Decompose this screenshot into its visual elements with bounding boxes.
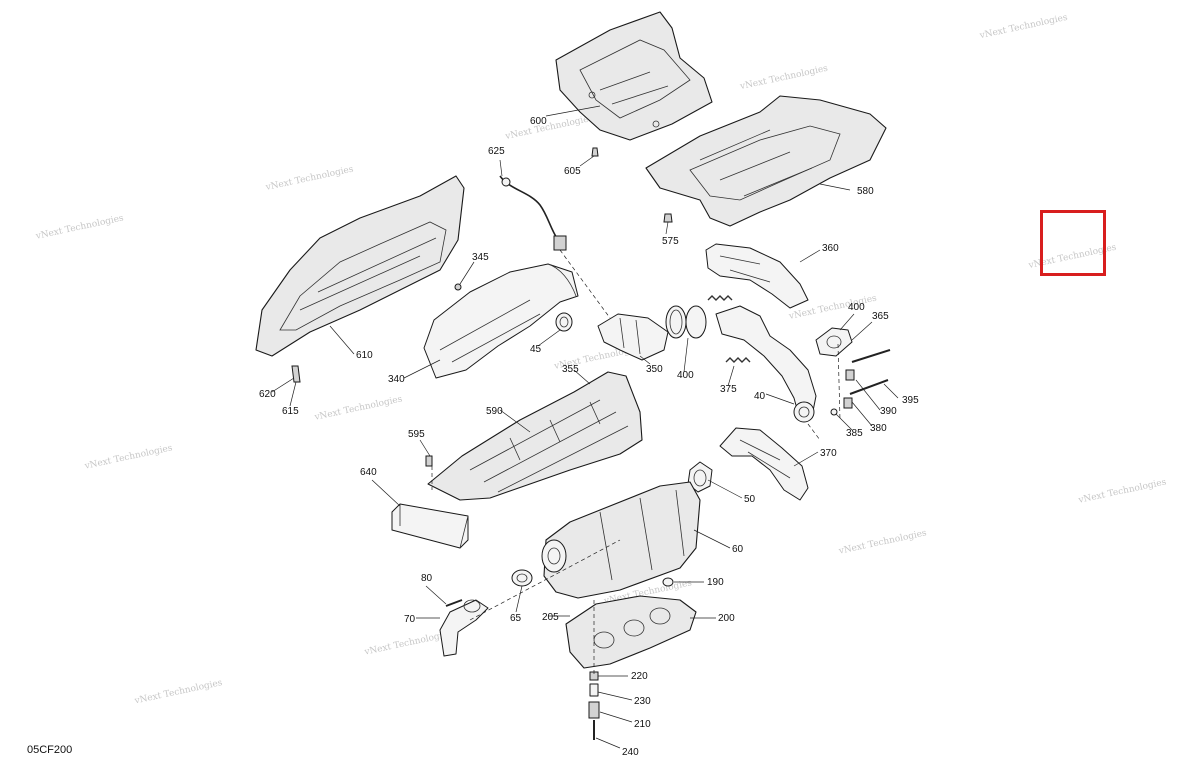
part-385-washer[interactable] bbox=[830, 408, 838, 416]
part-395-bolt[interactable] bbox=[849, 379, 889, 395]
part-400-clamp-a[interactable] bbox=[665, 305, 707, 339]
callout-400-right[interactable]: 400 bbox=[848, 302, 865, 313]
callout-230[interactable]: 230 bbox=[634, 696, 651, 707]
part-65-sleeve[interactable] bbox=[511, 569, 533, 587]
callout-80[interactable]: 80 bbox=[421, 573, 433, 584]
part-575-nut[interactable] bbox=[663, 213, 673, 223]
callout-640[interactable]: 640 bbox=[360, 467, 377, 478]
part-610-side-heat-shield[interactable] bbox=[255, 175, 465, 357]
watermark-14: vNext Technologies bbox=[1077, 477, 1168, 506]
callout-625[interactable]: 625 bbox=[488, 146, 505, 157]
callout-350[interactable]: 350 bbox=[646, 364, 663, 375]
part-370-pipe-shield[interactable] bbox=[719, 427, 809, 501]
watermark-0: vNext Technologies bbox=[34, 213, 125, 242]
part-360-pipe-shield[interactable] bbox=[705, 243, 809, 309]
callout-240[interactable]: 240 bbox=[622, 747, 639, 758]
callout-600[interactable]: 600 bbox=[530, 116, 547, 127]
assembly-lines bbox=[431, 249, 841, 674]
callout-190[interactable]: 190 bbox=[707, 577, 724, 588]
watermark-2: vNext Technologies bbox=[504, 114, 595, 143]
callout-380[interactable]: 380 bbox=[870, 423, 887, 434]
watermark-5: vNext Technologies bbox=[83, 443, 174, 472]
callout-200[interactable]: 200 bbox=[718, 613, 735, 624]
callout-575[interactable]: 575 bbox=[662, 236, 679, 247]
callout-375[interactable]: 375 bbox=[720, 384, 737, 395]
callout-345[interactable]: 345 bbox=[472, 252, 489, 263]
part-580-heat-shield[interactable] bbox=[645, 95, 887, 227]
callout-205[interactable]: 205 bbox=[542, 612, 559, 623]
part-380-spring[interactable] bbox=[843, 397, 853, 409]
highlight-box[interactable] bbox=[1040, 210, 1106, 276]
callout-590[interactable]: 590 bbox=[486, 406, 503, 417]
callout-400-center[interactable]: 400 bbox=[677, 370, 694, 381]
part-70-tail-pipe[interactable] bbox=[439, 599, 489, 657]
watermark-10: vNext Technologies bbox=[133, 678, 224, 707]
callout-210[interactable]: 210 bbox=[634, 719, 651, 730]
part-345-screw[interactable] bbox=[454, 283, 462, 291]
part-375-spring[interactable] bbox=[707, 295, 751, 363]
callout-390[interactable]: 390 bbox=[880, 406, 897, 417]
part-625-oxygen-sensor[interactable] bbox=[499, 175, 567, 251]
part-350-header-pipe[interactable] bbox=[597, 313, 669, 361]
callout-605[interactable]: 605 bbox=[564, 166, 581, 177]
callout-70[interactable]: 70 bbox=[404, 614, 416, 625]
callout-220[interactable]: 220 bbox=[631, 671, 648, 682]
watermark-1: vNext Technologies bbox=[264, 165, 355, 194]
part-390-spring[interactable] bbox=[845, 369, 855, 381]
callout-40[interactable]: 40 bbox=[754, 391, 766, 402]
callout-layer: 600 605 625 580 575 345 360 400 365 610 … bbox=[259, 116, 919, 758]
part-340-tube-shield[interactable] bbox=[423, 263, 579, 379]
callout-610[interactable]: 610 bbox=[356, 350, 373, 361]
diagram-code: 05CF200 bbox=[27, 744, 73, 756]
callout-360[interactable]: 360 bbox=[822, 243, 839, 254]
part-600-heat-shield[interactable] bbox=[555, 11, 713, 141]
watermark-13: vNext Technologies bbox=[837, 528, 928, 557]
watermark-6: vNext Technologies bbox=[313, 394, 404, 423]
part-615-bolt[interactable] bbox=[291, 365, 301, 383]
callout-595[interactable]: 595 bbox=[408, 429, 425, 440]
leader-lines bbox=[271, 105, 899, 749]
part-190-grommet[interactable] bbox=[662, 577, 674, 587]
callout-580[interactable]: 580 bbox=[857, 186, 874, 197]
part-210-spring[interactable] bbox=[588, 701, 600, 719]
callout-45[interactable]: 45 bbox=[530, 344, 542, 355]
callout-620[interactable]: 620 bbox=[259, 389, 276, 400]
callout-340[interactable]: 340 bbox=[388, 374, 405, 385]
watermark-11: vNext Technologies bbox=[363, 629, 454, 658]
part-200-muffler-bracket[interactable] bbox=[565, 595, 697, 669]
callout-365[interactable]: 365 bbox=[872, 311, 889, 322]
part-80-bolt[interactable] bbox=[445, 599, 463, 607]
part-590-heat-shield[interactable] bbox=[427, 371, 643, 501]
part-45-ring[interactable] bbox=[555, 312, 573, 332]
watermark-3: vNext Technologies bbox=[738, 64, 829, 93]
callout-385[interactable]: 385 bbox=[846, 428, 863, 439]
part-605-nut[interactable] bbox=[591, 147, 599, 157]
callout-370[interactable]: 370 bbox=[820, 448, 837, 459]
part-400-gasket[interactable] bbox=[815, 327, 853, 357]
part-230-spacer[interactable] bbox=[589, 683, 599, 697]
callout-65[interactable]: 65 bbox=[510, 613, 522, 624]
part-60-muffler[interactable] bbox=[541, 481, 701, 599]
callout-395[interactable]: 395 bbox=[902, 395, 919, 406]
part-365-bolt[interactable] bbox=[851, 349, 891, 363]
callout-50[interactable]: 50 bbox=[744, 494, 756, 505]
watermark-4: vNext Technologies bbox=[978, 13, 1069, 42]
callout-615[interactable]: 615 bbox=[282, 406, 299, 417]
part-640-heat-strip[interactable] bbox=[391, 503, 469, 549]
part-595-screw[interactable] bbox=[425, 455, 433, 467]
callout-355[interactable]: 355 bbox=[562, 364, 579, 375]
callout-60[interactable]: 60 bbox=[732, 544, 744, 555]
part-40-manifold-pipe[interactable] bbox=[715, 305, 817, 423]
